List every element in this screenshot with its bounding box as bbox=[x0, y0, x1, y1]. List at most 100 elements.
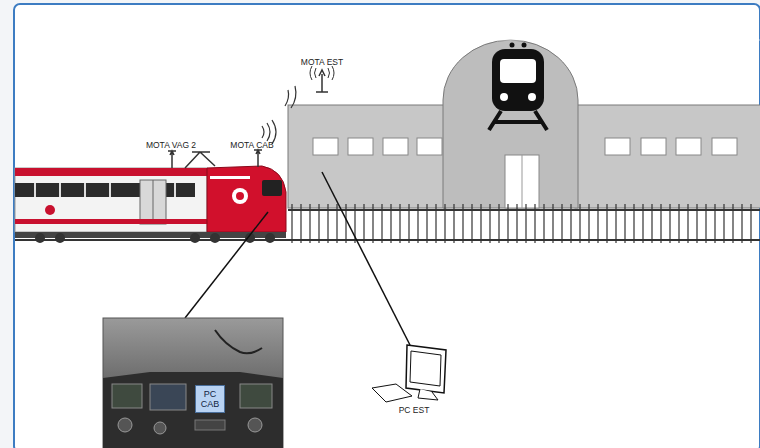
train-stripe bbox=[15, 219, 207, 224]
window bbox=[313, 138, 338, 155]
wheel bbox=[55, 233, 65, 243]
cab-screen bbox=[112, 384, 142, 408]
sleeper bbox=[480, 204, 481, 243]
leader-line bbox=[322, 172, 410, 345]
cab-screen bbox=[240, 384, 272, 408]
sleeper bbox=[444, 204, 445, 243]
train-stripe bbox=[210, 176, 250, 179]
antenna bbox=[254, 150, 262, 167]
station-wing bbox=[575, 105, 760, 208]
train-logo bbox=[45, 205, 55, 215]
window bbox=[712, 138, 737, 155]
sleeper bbox=[399, 204, 400, 243]
sleeper bbox=[318, 204, 319, 243]
sleeper bbox=[516, 204, 517, 243]
antenna-label: MOTA EST bbox=[292, 57, 352, 67]
cab-screen bbox=[150, 384, 186, 410]
cab-gauge bbox=[154, 422, 166, 434]
sleeper bbox=[687, 204, 688, 243]
computer-monitor bbox=[410, 351, 441, 386]
sleeper bbox=[705, 204, 706, 243]
wheel bbox=[210, 233, 220, 243]
train-logo bbox=[236, 192, 244, 200]
sleeper bbox=[597, 204, 598, 243]
train-icon bbox=[500, 93, 508, 101]
sleeper bbox=[507, 204, 508, 243]
sleeper bbox=[381, 204, 382, 243]
computer-monitor bbox=[406, 345, 446, 393]
sleeper bbox=[723, 204, 724, 243]
sleeper bbox=[570, 204, 571, 243]
rail bbox=[15, 239, 760, 241]
window bbox=[676, 138, 701, 155]
sleeper bbox=[417, 204, 418, 243]
sleeper bbox=[696, 204, 697, 243]
sleeper bbox=[714, 204, 715, 243]
window bbox=[348, 138, 373, 155]
cab-window bbox=[262, 180, 282, 196]
sleeper bbox=[345, 204, 346, 243]
sleeper bbox=[300, 204, 301, 243]
train-icon bbox=[500, 59, 536, 83]
antenna bbox=[316, 70, 328, 92]
sleeper bbox=[534, 204, 535, 243]
sleeper bbox=[669, 204, 670, 243]
node-text: PC CAB bbox=[196, 389, 224, 409]
sleeper bbox=[678, 204, 679, 243]
antenna-label: MOTA VAG 2 bbox=[136, 140, 206, 150]
door bbox=[522, 155, 523, 208]
leader-line bbox=[185, 212, 268, 318]
cab-panel bbox=[195, 420, 225, 430]
sleeper bbox=[741, 204, 742, 243]
sleeper bbox=[363, 204, 364, 243]
frame bbox=[14, 4, 760, 448]
sleeper bbox=[390, 204, 391, 243]
computer-box: PC CAB bbox=[195, 385, 225, 413]
train-logo bbox=[232, 188, 248, 204]
sleeper bbox=[750, 204, 751, 243]
cab-dashboard bbox=[103, 372, 283, 448]
train-cab bbox=[207, 166, 286, 232]
sleeper bbox=[633, 204, 634, 243]
sleeper bbox=[615, 204, 616, 243]
sleeper bbox=[408, 204, 409, 243]
sleeper bbox=[561, 204, 562, 243]
train-door bbox=[140, 180, 166, 224]
train-windows bbox=[15, 183, 195, 197]
antenna-label: MOTA CAB bbox=[222, 140, 282, 150]
station-tower bbox=[443, 40, 578, 208]
cab-photo bbox=[103, 318, 283, 448]
wheel bbox=[265, 233, 275, 243]
rail bbox=[288, 209, 760, 211]
sleeper bbox=[336, 204, 337, 243]
cab-cable bbox=[215, 330, 262, 353]
wheels bbox=[35, 233, 275, 243]
window bbox=[605, 138, 630, 155]
computer-stand bbox=[418, 389, 438, 400]
sleeper bbox=[426, 204, 427, 243]
window bbox=[417, 138, 442, 155]
sleeper bbox=[606, 204, 607, 243]
sleeper bbox=[471, 204, 472, 243]
sleepers bbox=[292, 204, 751, 243]
sleeper bbox=[462, 204, 463, 243]
sleeper bbox=[579, 204, 580, 243]
sleeper bbox=[660, 204, 661, 243]
computer-label: PC EST bbox=[389, 405, 439, 415]
train-icon bbox=[492, 49, 544, 111]
sleeper bbox=[435, 204, 436, 243]
door bbox=[505, 155, 539, 208]
sleeper bbox=[453, 204, 454, 243]
sleeper bbox=[624, 204, 625, 243]
train-icon bbox=[528, 93, 536, 101]
train-door bbox=[153, 180, 154, 224]
sleeper bbox=[552, 204, 553, 243]
train-stripe bbox=[15, 168, 207, 176]
sleeper bbox=[525, 204, 526, 243]
sleeper bbox=[543, 204, 544, 243]
sleeper bbox=[489, 204, 490, 243]
signal-waves bbox=[285, 86, 296, 108]
window bbox=[641, 138, 666, 155]
